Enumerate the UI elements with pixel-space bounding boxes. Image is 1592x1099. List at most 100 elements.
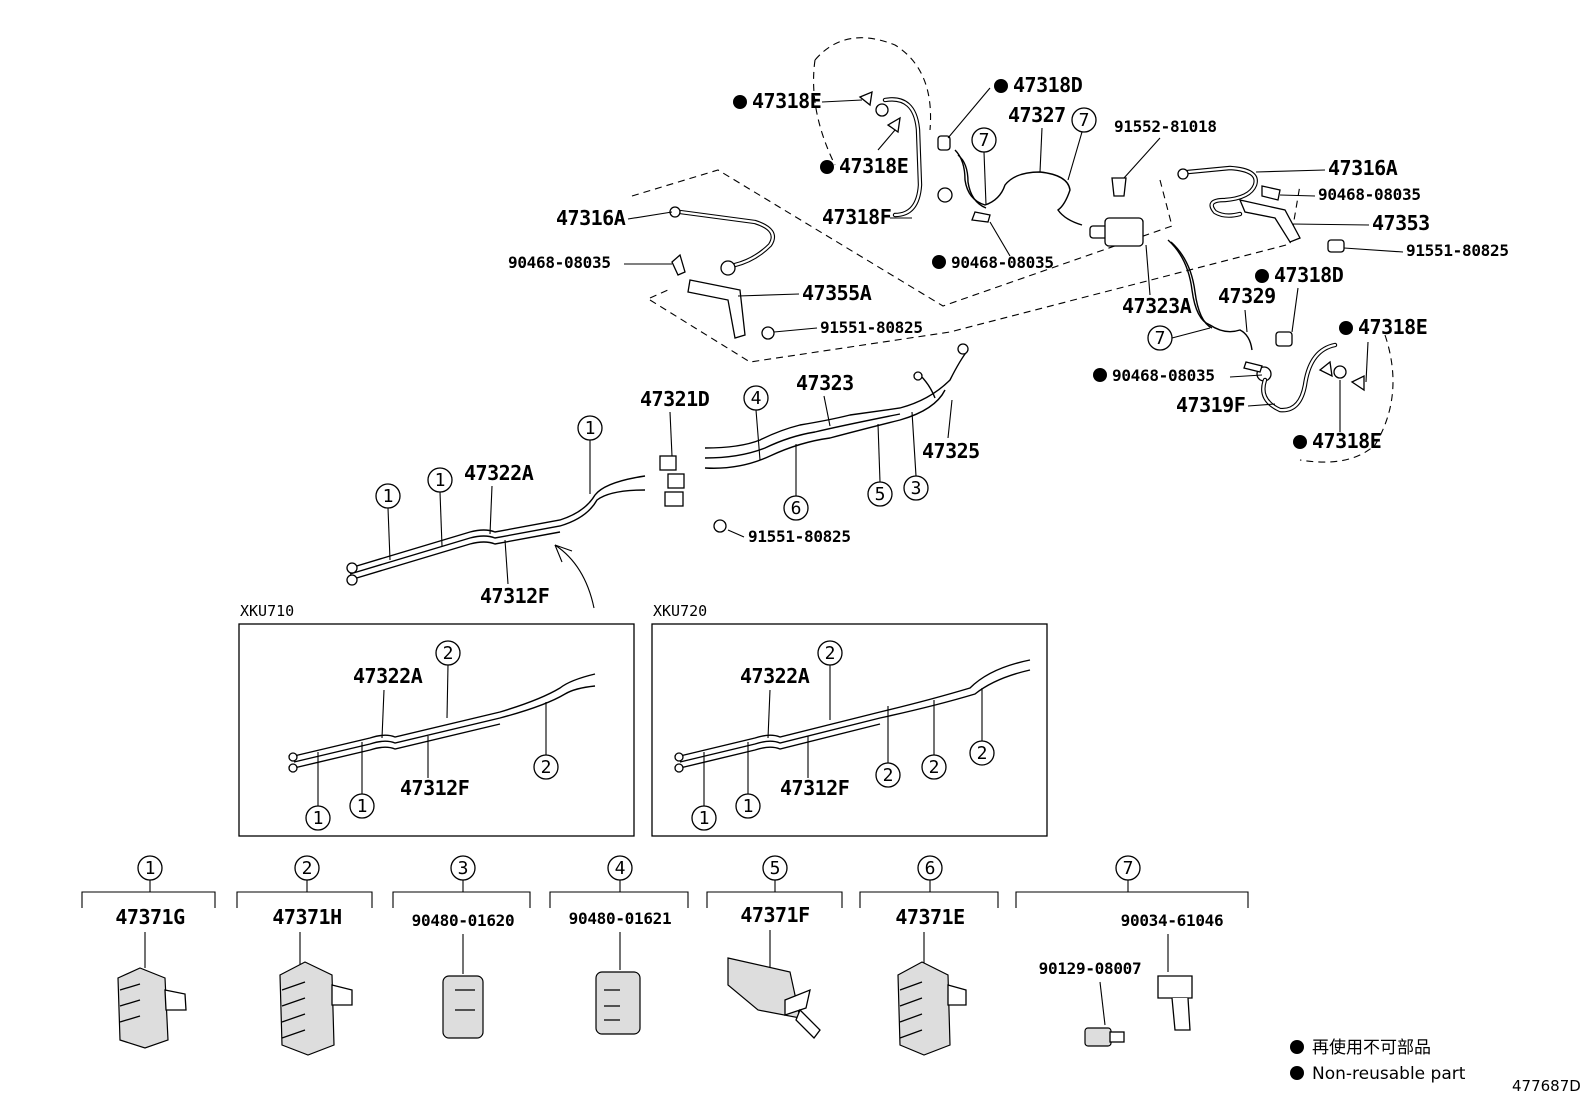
variant-xku710-panel: XKU710 47322A 47312F 2 2 1 1 <box>238 602 635 837</box>
svg-text:47371G: 47371G <box>115 905 185 929</box>
callout-1-c: 1 <box>577 415 603 494</box>
svg-text:2: 2 <box>541 757 552 778</box>
clamp-callouts: 7 7 7 4 6 5 3 <box>375 107 1211 561</box>
svg-text:6: 6 <box>791 498 802 519</box>
svg-text:1: 1 <box>699 808 710 829</box>
label-90468-08035-middle: 90468-08035 <box>951 253 1054 272</box>
svg-text:1: 1 <box>585 418 596 439</box>
figure-reference: 477687D <box>1512 1077 1581 1095</box>
svg-text:90480-01620: 90480-01620 <box>412 911 515 930</box>
svg-text:1: 1 <box>383 486 394 507</box>
label-47319F: 47319F <box>1176 393 1245 417</box>
tube-47327 <box>954 149 1144 247</box>
svg-text:5: 5 <box>875 484 886 505</box>
callout-1-a: 1 <box>375 483 401 561</box>
hose-47319F <box>1261 342 1365 413</box>
label-47316A-left: 47316A <box>556 206 626 230</box>
non-reusable-dot <box>1293 435 1307 449</box>
non-reusable-dot <box>1255 269 1269 283</box>
svg-text:7: 7 <box>1123 858 1134 879</box>
label-47329: 47329 <box>1218 284 1276 308</box>
label-47325: 47325 <box>922 439 980 463</box>
label-47318F: 47318F <box>822 205 891 229</box>
label-47318E-a: 47318E <box>752 89 821 113</box>
callout-3: 3 <box>903 411 929 501</box>
non-reusable-dot <box>932 255 946 269</box>
label-47312F: 47312F <box>480 584 549 608</box>
svg-text:2: 2 <box>977 743 988 764</box>
hose-47316A-left <box>669 206 776 340</box>
svg-text:2: 2 <box>443 643 454 664</box>
svg-text:7: 7 <box>979 130 990 151</box>
label-90468-08035-left: 90468-08035 <box>508 253 611 272</box>
hose-47318F <box>858 90 953 218</box>
dashed-boundary <box>631 37 1394 463</box>
svg-text:4: 4 <box>751 388 762 409</box>
legend-english: Non-reusable part <box>1312 1064 1466 1084</box>
clamp-2-47371H: 2 47371H <box>236 855 373 1056</box>
callout-6: 6 <box>783 444 809 521</box>
svg-text:1: 1 <box>145 858 156 879</box>
label-91552-81018: 91552-81018 <box>1114 117 1217 136</box>
callout-1-b: 1 <box>427 467 453 547</box>
svg-text:2: 2 <box>929 757 940 778</box>
variant-upper-label: 47322A <box>740 664 810 688</box>
label-47318D-b: 47318D <box>1274 263 1344 287</box>
svg-text:7: 7 <box>1155 328 1166 349</box>
tube-47323-47325 <box>659 343 969 533</box>
svg-text:1: 1 <box>313 808 324 829</box>
callout-7-a: 7 <box>971 127 997 206</box>
svg-text:47371H: 47371H <box>272 905 341 929</box>
clamp-6-47371E: 6 47371E <box>859 855 999 1056</box>
svg-text:1: 1 <box>743 796 754 817</box>
label-91551-80825-right: 91551-80825 <box>1406 241 1509 260</box>
label-91551-80825-left: 91551-80825 <box>820 318 923 337</box>
svg-text:3: 3 <box>458 858 469 879</box>
label-47318D-a: 47318D <box>1013 73 1083 97</box>
non-reusable-dot <box>1093 368 1107 382</box>
clamp-4-90480-01621: 4 90480-01621 <box>549 855 689 1035</box>
svg-text:3: 3 <box>911 478 922 499</box>
label-47322A: 47322A <box>464 461 534 485</box>
svg-text:47371F: 47371F <box>740 903 809 927</box>
clamp-7-bolt-and-clamp: 7 90034-61046 90129-08007 <box>1015 855 1249 1047</box>
label-47353: 47353 <box>1372 211 1430 235</box>
svg-text:90129-08007: 90129-08007 <box>1039 959 1142 978</box>
svg-text:1: 1 <box>435 470 446 491</box>
label-47323A: 47323A <box>1122 294 1192 318</box>
variant-upper-label: 47322A <box>353 664 423 688</box>
label-47318E-d: 47318E <box>1312 429 1381 453</box>
label-90468-08035-right: 90468-08035 <box>1318 185 1421 204</box>
label-47318E-c: 47318E <box>1358 315 1427 339</box>
tube-47322A-47312F-main <box>346 475 646 586</box>
svg-text:6: 6 <box>925 858 936 879</box>
callout-4: 4 <box>743 385 769 461</box>
non-reusable-dot <box>733 95 747 109</box>
svg-text:5: 5 <box>770 858 781 879</box>
svg-text:90480-01621: 90480-01621 <box>569 909 672 928</box>
label-91551-80825-center: 91551-80825 <box>748 527 851 546</box>
svg-text:47371E: 47371E <box>895 905 964 929</box>
label-47323: 47323 <box>796 371 854 395</box>
legend-japanese: 再使用不可部品 <box>1312 1037 1431 1058</box>
legend: 再使用不可部品 Non-reusable part <box>1290 1037 1466 1084</box>
callout-7-b: 7 <box>1067 107 1097 181</box>
svg-text:4: 4 <box>615 858 626 879</box>
variant-xku720-panel: XKU720 47322A 47312F 2 2 2 2 1 1 <box>651 602 1048 837</box>
clamp-3-90480-01620: 3 90480-01620 <box>392 855 531 1039</box>
svg-text:2: 2 <box>302 858 313 879</box>
clamp-5-47371F: 5 47371F <box>706 855 843 1039</box>
variant-lower-label: 47312F <box>400 776 469 800</box>
clamp-parts-row: 1 47371G 2 47371H 3 90480-01620 <box>81 855 1249 1056</box>
svg-text:2: 2 <box>825 643 836 664</box>
label-47321D: 47321D <box>640 387 710 411</box>
label-47355A: 47355A <box>802 281 872 305</box>
label-47316A-right: 47316A <box>1328 156 1398 180</box>
non-reusable-dot <box>994 79 1008 93</box>
hose-47316A-right <box>1177 165 1345 253</box>
svg-text:7: 7 <box>1079 110 1090 131</box>
svg-text:1: 1 <box>357 796 368 817</box>
svg-text:90034-61046: 90034-61046 <box>1121 911 1224 930</box>
label-47327: 47327 <box>1008 103 1066 127</box>
